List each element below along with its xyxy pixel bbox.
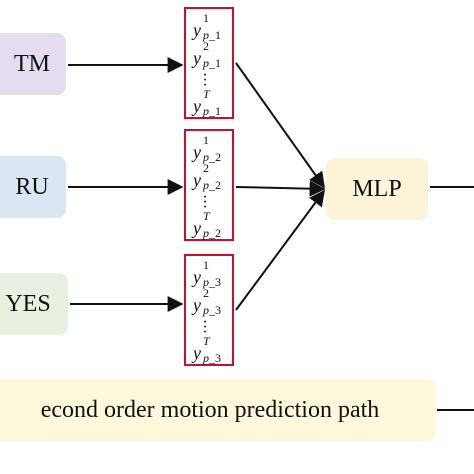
arrow-output-1-to-mlp [235, 62, 325, 189]
mlp-label: MLP [352, 175, 402, 202]
bayes-model-box: YES [0, 273, 68, 335]
arrow-output-2-to-mlp [235, 180, 326, 197]
bayes-model-label: YES [5, 290, 51, 317]
lstm-model-label: TM [14, 50, 50, 77]
mlp-box: MLP [326, 158, 428, 220]
second-order-path-box: econd order motion prediction path [0, 379, 436, 441]
second-order-path-label: econd order motion prediction path [40, 396, 380, 423]
output-2-ellipsis: ··· [202, 189, 208, 216]
lstm-model-box: TM [0, 33, 66, 95]
gru-model-label: RU [15, 173, 49, 200]
output-1-ellipsis: ··· [202, 67, 208, 94]
arrow-output-3-to-mlp [235, 189, 325, 311]
gru-model-box: RU [0, 156, 66, 218]
output-3-ellipsis: ··· [202, 314, 208, 341]
